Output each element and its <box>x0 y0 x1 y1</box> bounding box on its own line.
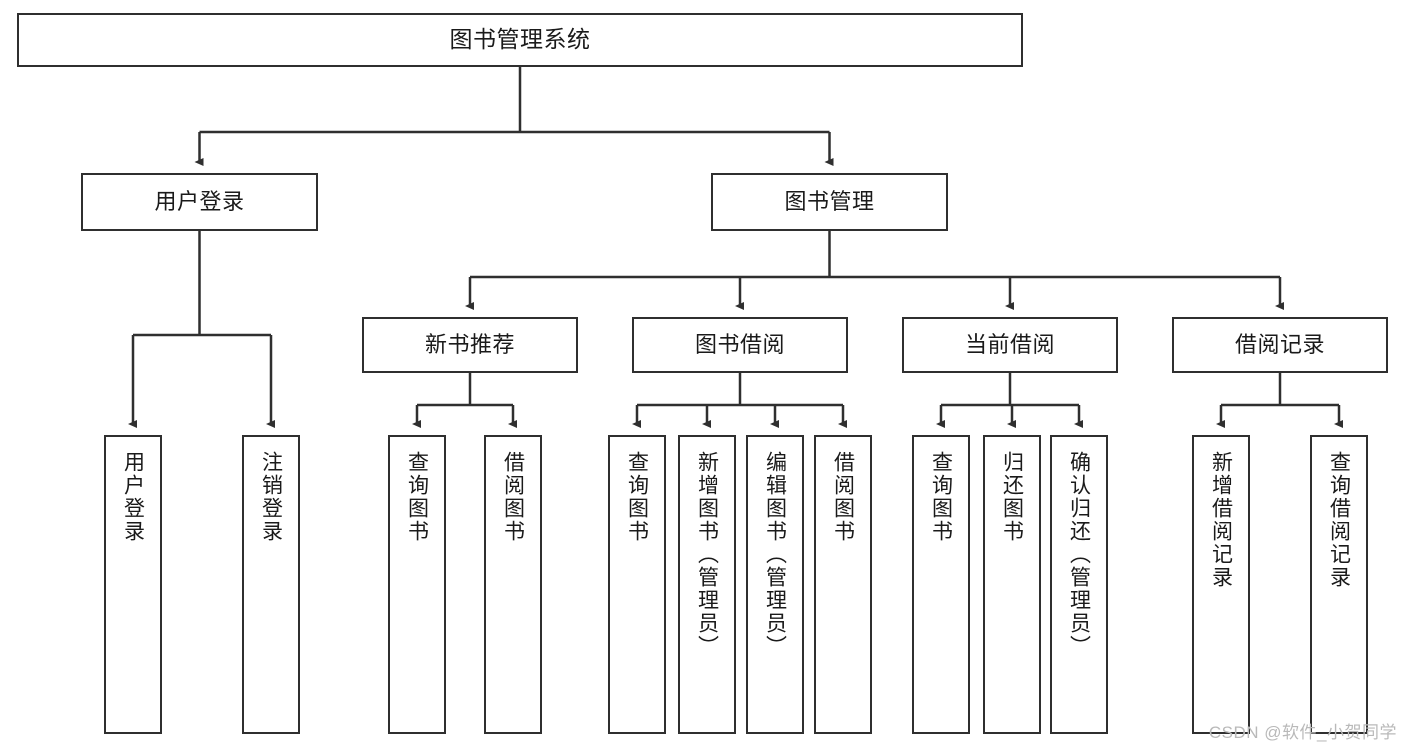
node-label: 当前借阅 <box>964 331 1055 357</box>
node-leaf-query-book-2[interactable]: 查询图书 <box>608 435 666 734</box>
node-label: 编辑图书（管理员） <box>763 451 787 658</box>
node-label: 用户登录 <box>154 188 245 214</box>
node-root[interactable]: 图书管理系统 <box>17 13 1023 67</box>
node-leaf-user-login[interactable]: 用户登录 <box>104 435 162 734</box>
node-book-manage[interactable]: 图书管理 <box>711 173 948 231</box>
node-label: 新增图书（管理员） <box>695 451 719 658</box>
node-label: 借阅图书 <box>501 451 525 543</box>
node-borrow-record[interactable]: 借阅记录 <box>1172 317 1388 373</box>
node-leaf-query-book-1[interactable]: 查询图书 <box>388 435 446 734</box>
node-label: 归还图书 <box>1000 451 1024 543</box>
node-leaf-user-logout[interactable]: 注销登录 <box>242 435 300 734</box>
node-label: 查询图书 <box>625 451 649 543</box>
node-label: 图书管理系统 <box>449 26 591 53</box>
node-label: 新书推荐 <box>424 331 515 357</box>
node-leaf-confirm-return[interactable]: 确认归还（管理员） <box>1050 435 1108 734</box>
node-leaf-query-record[interactable]: 查询借阅记录 <box>1310 435 1368 734</box>
node-label: 查询借阅记录 <box>1327 451 1351 589</box>
node-leaf-return-book[interactable]: 归还图书 <box>983 435 1041 734</box>
node-leaf-add-book[interactable]: 新增图书（管理员） <box>678 435 736 734</box>
node-leaf-add-record[interactable]: 新增借阅记录 <box>1192 435 1250 734</box>
node-leaf-borrow-book-2[interactable]: 借阅图书 <box>814 435 872 734</box>
node-label: 确认归还（管理员） <box>1067 451 1091 658</box>
node-current-borrow[interactable]: 当前借阅 <box>902 317 1118 373</box>
csdn-watermark: CSDN @软件_小贺同学 <box>1208 723 1397 742</box>
node-book-borrow[interactable]: 图书借阅 <box>632 317 848 373</box>
node-label: 借阅图书 <box>831 451 855 543</box>
node-label: 借阅记录 <box>1234 331 1325 357</box>
node-label: 图书借阅 <box>694 331 785 357</box>
node-label: 查询图书 <box>405 451 429 543</box>
node-label: 图书管理 <box>784 188 875 214</box>
node-leaf-query-book-3[interactable]: 查询图书 <box>912 435 970 734</box>
node-label: 注销登录 <box>259 451 283 543</box>
node-label: 查询图书 <box>929 451 953 543</box>
node-leaf-edit-book[interactable]: 编辑图书（管理员） <box>746 435 804 734</box>
node-user-login[interactable]: 用户登录 <box>81 173 318 231</box>
node-label: 用户登录 <box>121 451 145 543</box>
node-new-book-rec[interactable]: 新书推荐 <box>362 317 578 373</box>
node-label: 新增借阅记录 <box>1209 451 1233 589</box>
node-leaf-borrow-book-1[interactable]: 借阅图书 <box>484 435 542 734</box>
